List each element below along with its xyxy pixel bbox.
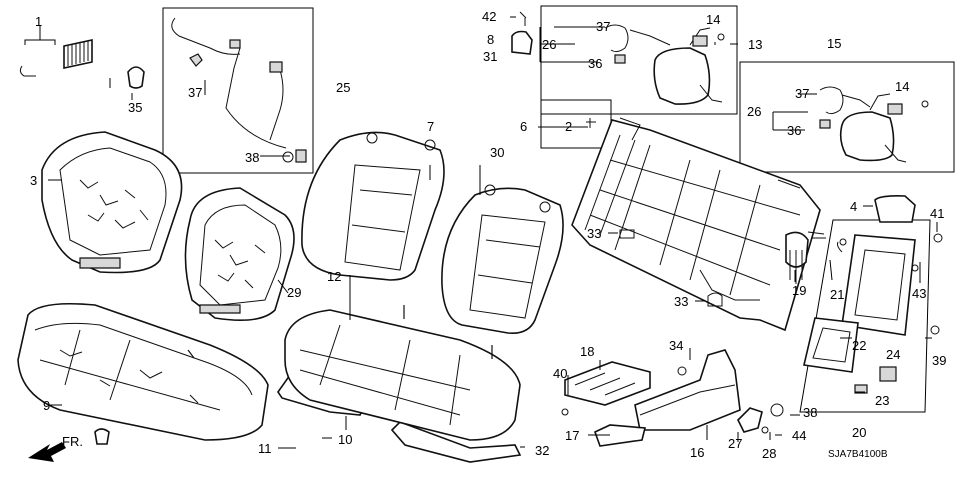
callout-14-lower: 14 [895, 79, 909, 94]
callout-40: 40 [553, 366, 567, 381]
callout-27: 27 [728, 436, 742, 451]
callout-1: 1 [35, 14, 42, 29]
callout-3: 3 [30, 173, 37, 188]
callout-21: 21 [830, 287, 844, 302]
callout-6: 6 [520, 119, 527, 134]
armrest-16 [634, 349, 741, 431]
front-direction-arrow: FR. [28, 434, 83, 462]
group-box-25 [162, 7, 314, 174]
leader-lines [48, 16, 938, 449]
callout-33-lower: 33 [674, 294, 688, 309]
callout-26-lower: 26 [747, 104, 761, 119]
callout-33-upper: 33 [587, 226, 601, 241]
seat-back-pad-right [441, 184, 564, 335]
lock-latch-parts [785, 231, 826, 284]
callout-34: 34 [669, 338, 683, 353]
callout-37-upper: 37 [596, 19, 610, 34]
callout-13: 13 [748, 37, 762, 52]
seat-back-cover-right [184, 187, 295, 322]
callout-35: 35 [128, 100, 142, 115]
seat-back-frame [571, 117, 821, 332]
callout-8: 8 [487, 32, 494, 47]
callout-32: 32 [535, 443, 549, 458]
callout-28: 28 [762, 446, 776, 461]
cup-holder-18 [564, 361, 651, 406]
headrest-assembly-15 [819, 86, 929, 163]
seat-cushion-cover [17, 302, 269, 441]
callout-14-upper: 14 [706, 12, 720, 27]
callout-10: 10 [338, 432, 352, 447]
callout-25: 25 [336, 80, 350, 95]
callout-31: 31 [483, 49, 497, 64]
seat-back-cover-left [41, 131, 183, 274]
callout-9: 9 [43, 398, 50, 413]
callout-41: 41 [930, 206, 944, 221]
group-box-1 [24, 25, 56, 45]
callout-20: 20 [852, 425, 866, 440]
callout-labels: 1 2 3 4 6 7 8 9 10 11 12 13 14 14 15 16 … [30, 9, 946, 461]
wire-harness [171, 17, 307, 163]
callout-36-upper: 36 [588, 56, 602, 71]
bezel-17 [594, 424, 647, 447]
callout-43: 43 [912, 286, 926, 301]
callout-29: 29 [287, 285, 301, 300]
seat-back-pad-left [301, 131, 445, 281]
callout-16: 16 [690, 445, 704, 460]
callout-24: 24 [886, 347, 900, 362]
callout-38-upper: 38 [245, 150, 259, 165]
callout-42: 42 [482, 9, 496, 24]
callout-23: 23 [875, 393, 889, 408]
diagram-code: SJA7B4100B [828, 449, 888, 460]
direction-label: FR. [62, 434, 83, 449]
clip-part-35 [127, 66, 145, 89]
seat-cushion-pad [187, 305, 521, 441]
callout-7: 7 [427, 119, 434, 134]
callout-44: 44 [792, 428, 806, 443]
callout-37-lower: 37 [795, 86, 809, 101]
callout-22: 22 [852, 338, 866, 353]
trim-cover-20 [803, 234, 916, 373]
callout-38-lower: 38 [803, 405, 817, 420]
callout-19: 19 [792, 283, 806, 298]
callout-4: 4 [850, 199, 857, 214]
group-box-15 [739, 61, 955, 173]
hinge-27 [677, 366, 784, 434]
callout-39: 39 [932, 353, 946, 368]
group-box-13 [540, 5, 738, 115]
callout-15: 15 [827, 36, 841, 51]
callout-11: 11 [258, 441, 272, 456]
callout-36-lower: 36 [787, 123, 801, 138]
callout-12: 12 [327, 269, 341, 284]
group-box-6 [540, 99, 612, 149]
callout-26-upper: 26 [542, 37, 556, 52]
callout-17: 17 [565, 428, 579, 443]
callout-18: 18 [580, 344, 594, 359]
callout-2: 2 [565, 119, 572, 134]
bolts-small [94, 11, 943, 445]
callout-30: 30 [490, 145, 504, 160]
armrest-part-4 [874, 195, 916, 223]
headrest-assembly-13 [604, 24, 725, 105]
callout-37-left: 37 [188, 85, 202, 100]
clip-strip-part [19, 39, 93, 77]
